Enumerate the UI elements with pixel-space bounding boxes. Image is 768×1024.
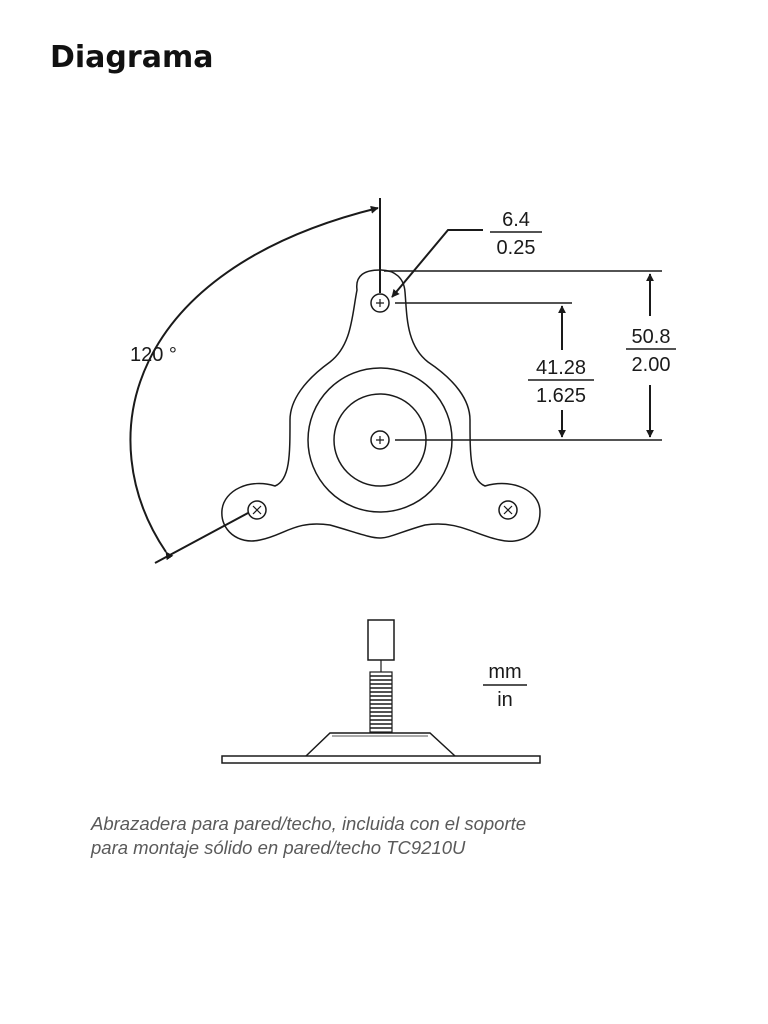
figure-caption: Abrazadera para pared/techo, incluida co… — [91, 812, 711, 860]
bracket-outline — [221, 269, 541, 542]
stud-threads — [369, 671, 393, 733]
caption-line-1: Abrazadera para pared/techo, incluida co… — [91, 813, 527, 834]
page-title: Diagrama — [50, 40, 214, 75]
inner-dim-in: 1.625 — [536, 385, 586, 407]
hole-leader — [391, 229, 483, 298]
outer-dim-mm: 50.8 — [632, 326, 671, 348]
threaded-stud-top — [367, 619, 395, 661]
hole-dim-mm: 6.4 — [502, 209, 530, 231]
angle-label: 120 ° — [130, 344, 177, 366]
inner-dim-mm: 41.28 — [536, 357, 586, 379]
base-plate — [221, 755, 541, 764]
bracket-side-view — [221, 619, 541, 764]
bracket-top-view — [221, 269, 541, 542]
angle-dimension — [129, 198, 381, 564]
right-hole — [498, 500, 518, 520]
raised-hub — [305, 732, 456, 757]
extension-lines — [384, 270, 662, 441]
caption-line-2: para montaje sólido en pared/techo TC921… — [91, 837, 466, 858]
unit-key-mm: mm — [488, 661, 521, 683]
outer-dim-in: 2.00 — [632, 354, 671, 376]
unit-key-in: in — [497, 689, 513, 711]
hole-dim-in: 0.25 — [497, 237, 536, 259]
